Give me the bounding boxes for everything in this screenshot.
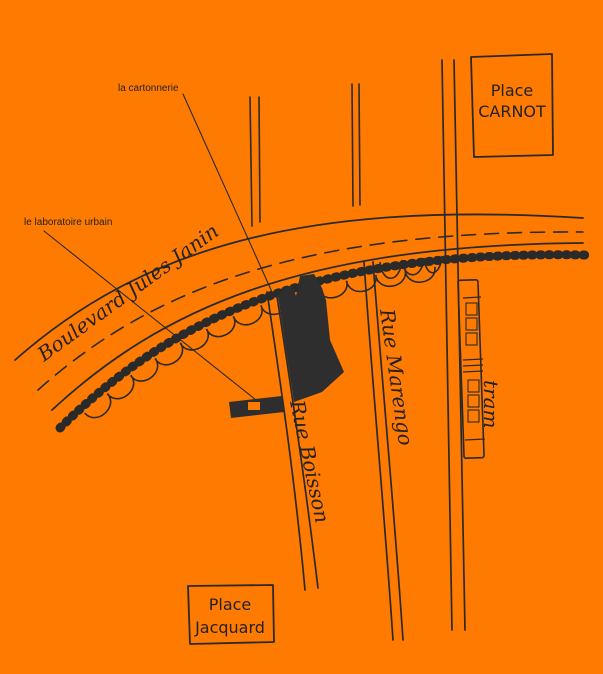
tram-label: tram (479, 380, 503, 429)
cartonnerie-callout-label: la cartonnerie (118, 83, 179, 94)
place-jacquard-label-line1: Place (209, 595, 252, 614)
tram-street (441, 59, 466, 631)
place-carnot-label-line2: CARNOT (478, 102, 546, 121)
rue-boisson-label: Rue Boisson (285, 397, 335, 525)
place-jacquard-label-line2: Jacquard (194, 618, 265, 637)
north-streets (249, 83, 361, 227)
place-carnot-label-line1: Place (491, 81, 534, 100)
rue-boisson-street (266, 289, 319, 591)
cartonnerie-building (278, 274, 344, 402)
rue-marengo-street (363, 261, 404, 641)
laboratoire-building (229, 396, 284, 418)
boulevard-jules-janin-label: Boulevard Jules Janin (32, 219, 223, 367)
railway (55, 250, 590, 433)
boulevard-jules-janin (14, 213, 584, 411)
laboratoire-callout-label: le laboratoire urbain (24, 217, 112, 228)
place-carnot: Place CARNOT (470, 53, 554, 158)
rue-marengo-label: Rue Marengo (375, 306, 418, 447)
tram-vehicle (457, 278, 486, 460)
arch-row-east (379, 255, 443, 279)
callout-lines (43, 93, 273, 401)
place-jacquard: Place Jacquard (187, 584, 275, 645)
